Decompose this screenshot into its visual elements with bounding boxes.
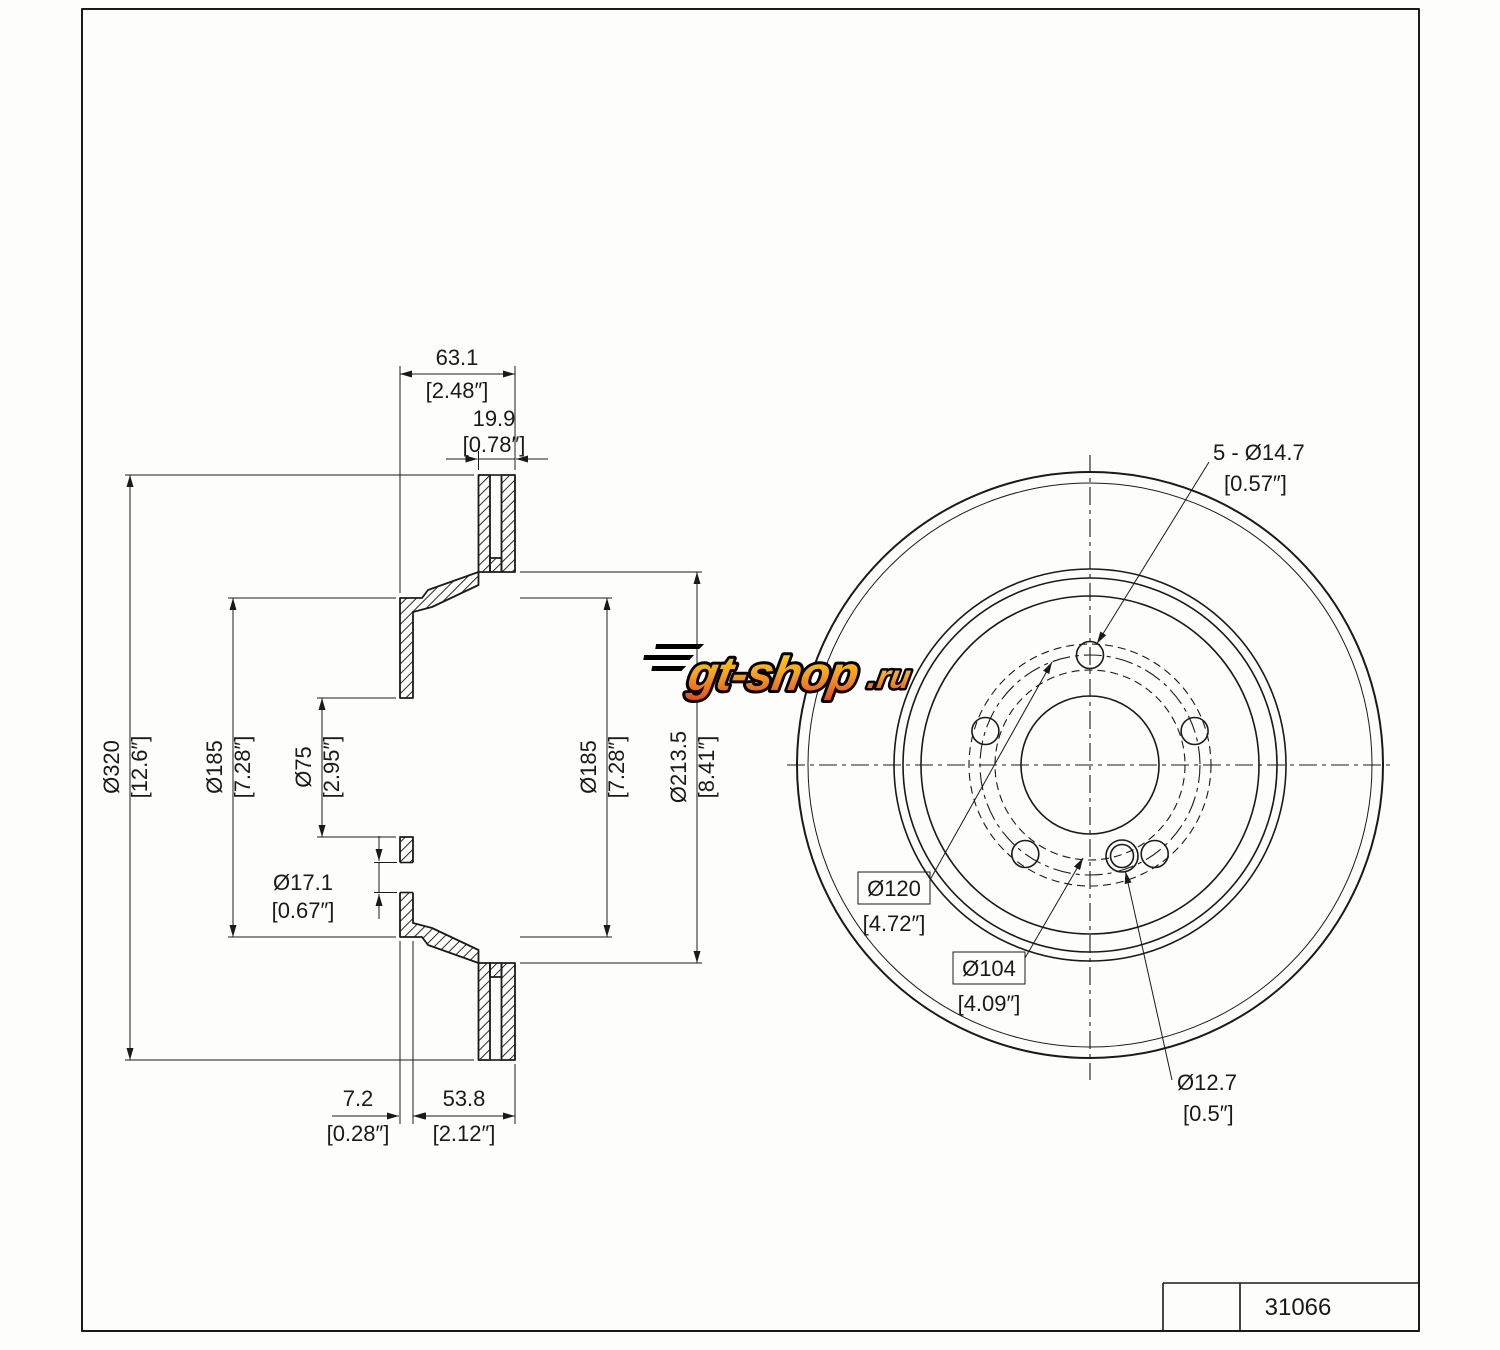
dim-hat-dia-right-in: [7.28″]	[604, 736, 629, 799]
dim-hat-dia-left-in: [7.28″]	[230, 736, 255, 799]
dim-plate-thickness-mm: 19.9	[473, 406, 516, 431]
dim-inner-dia-mm: Ø213.5	[666, 731, 691, 803]
dim-hat-depth-mm: 53.8	[443, 1086, 486, 1111]
logo-tld-text: .ru	[865, 659, 914, 696]
dim-mount-hole-in: [0.67″]	[272, 898, 335, 923]
dim-pin-hole-in: [0.5″]	[1183, 1101, 1234, 1126]
center-lines	[787, 455, 1395, 1080]
dim-bolt-circle-mm: Ø120	[867, 876, 921, 901]
dim-plate-thickness-in: [0.78″]	[463, 432, 526, 457]
dim-bolt-holes-in: [0.57″]	[1224, 471, 1287, 496]
section-view: 63.1 [2.48″] 19.9 [0.78″] Ø320 [12.6″] Ø…	[99, 345, 719, 1146]
dim-hat-dia-right-mm: Ø185	[576, 740, 601, 794]
logo: gt-shop .ru	[643, 644, 916, 704]
dim-hat-depth-in: [2.12″]	[433, 1121, 496, 1146]
dim-hat-dia-left-mm: Ø185	[202, 740, 227, 794]
rotor-band-lower	[477, 962, 516, 1061]
dim-mount-hole-mm: Ø17.1	[273, 870, 333, 895]
bolt-circle-dim-box	[857, 871, 931, 905]
logo-brand-text: gt-shop	[683, 647, 862, 701]
mount-hole-section	[398, 861, 415, 894]
pin-hole	[1105, 839, 1139, 873]
dim-outer-dia-in: [12.6″]	[127, 736, 152, 799]
page-border	[81, 8, 1420, 1332]
dim-outer-dia-mm: Ø320	[99, 740, 124, 794]
register-dim-box	[952, 951, 1026, 985]
dim-register-mm: Ø104	[962, 956, 1016, 981]
title-block: 31066	[1162, 1282, 1419, 1331]
dim-total-width-in: [2.48″]	[426, 378, 489, 403]
rotor-hat-lower	[399, 836, 480, 964]
dim-center-bore-in: [2.95″]	[319, 736, 344, 799]
dim-pin-hole-mm: Ø12.7	[1177, 1070, 1237, 1095]
dim-total-width-mm: 63.1	[436, 345, 479, 370]
rotor-band-upper	[477, 474, 516, 573]
dim-bolt-circle-in: [4.72″]	[863, 911, 926, 936]
front-view: 5 - Ø14.7 [0.57″] Ø120 [4.72″] Ø104 [4.0…	[787, 440, 1395, 1126]
rotor-hat-upper	[399, 571, 480, 699]
dimension-lines	[126, 370, 701, 1120]
part-number: 31066	[1265, 1294, 1332, 1321]
leader-lines	[929, 461, 1210, 1081]
logo-speed-lines-icon	[643, 644, 705, 671]
dim-flange-thickness-in: [0.28″]	[327, 1121, 390, 1146]
section-dim-labels: 63.1 [2.48″] 19.9 [0.78″] Ø320 [12.6″] Ø…	[99, 345, 719, 1146]
dim-bolt-holes-mm: 5 - Ø14.7	[1213, 440, 1305, 465]
dim-inner-dia-in: [8.41″]	[694, 736, 719, 799]
dim-register-in: [4.09″]	[958, 991, 1021, 1016]
front-dim-labels: 5 - Ø14.7 [0.57″] Ø120 [4.72″] Ø104 [4.0…	[857, 440, 1305, 1126]
dim-center-bore-mm: Ø75	[291, 746, 316, 788]
dim-flange-thickness-mm: 7.2	[343, 1086, 374, 1111]
extension-lines	[125, 366, 702, 1124]
